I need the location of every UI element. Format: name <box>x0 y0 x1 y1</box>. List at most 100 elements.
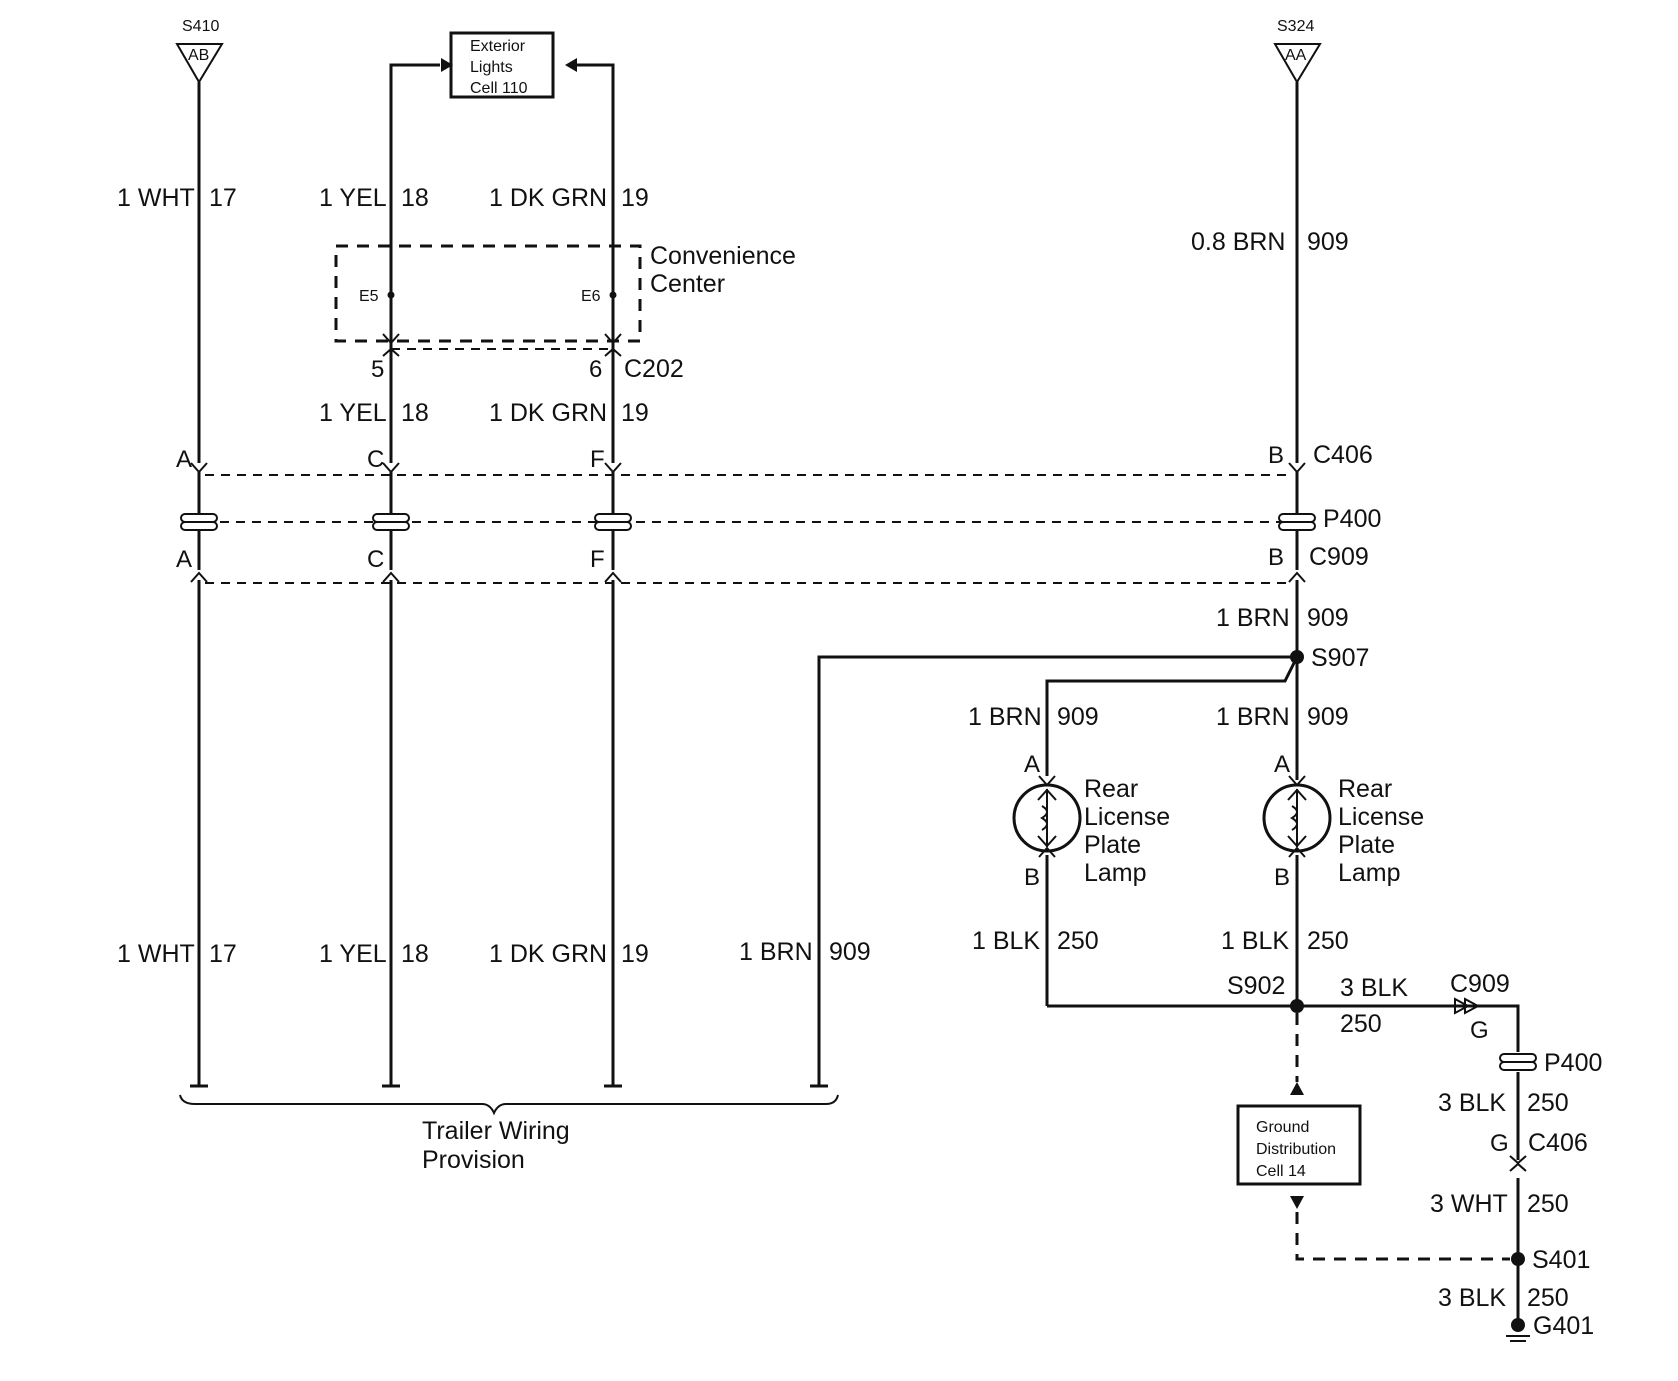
p400-plug-c <box>372 472 410 570</box>
label-yel-size-bottom: 1 YEL <box>319 940 387 968</box>
lamp-left-blk-size: 1 BLK <box>972 927 1040 955</box>
s324-id: AA <box>1285 47 1307 64</box>
trailer-wiring-provision: Trailer Wiring Provision <box>179 1084 839 1174</box>
lamp-left-line2: License <box>1084 803 1170 831</box>
s401-wht-size: 3 WHT <box>1430 1190 1508 1218</box>
lamp-right-pin-b: B <box>1274 864 1290 891</box>
p400-plug-b <box>1278 472 1316 570</box>
label-brn-ckt-main: 909 <box>1307 604 1349 632</box>
lamp-left-line1: Rear <box>1084 775 1138 803</box>
lamp-right-pin-a: A <box>1274 751 1290 778</box>
c909-pin-b: B <box>1268 544 1284 571</box>
label-grn-ckt-bottom: 19 <box>621 940 649 968</box>
splice-s410: S410 AB <box>175 18 224 84</box>
lamp-right-line4: Lamp <box>1338 859 1401 887</box>
label-grn-size-bottom: 1 DK GRN <box>489 940 607 968</box>
label-brn-size-main: 1 BRN <box>1216 604 1290 632</box>
c202-pin6: 6 <box>589 356 602 383</box>
exterior-line2: Lights <box>470 59 513 76</box>
label-yel-ckt-bottom: 18 <box>401 940 429 968</box>
label-brn-size-trailer: 1 BRN <box>739 938 813 966</box>
lamp-left-line3: Plate <box>1084 831 1141 859</box>
label-yel-ckt-top: 18 <box>401 184 429 212</box>
lamp-right-blk-size: 1 BLK <box>1221 927 1289 955</box>
s907-label: S907 <box>1311 644 1369 672</box>
p400-plug-a <box>180 472 218 570</box>
ground-ref-line2: Distribution <box>1256 1141 1336 1158</box>
label-wht-ckt-bottom: 17 <box>209 940 237 968</box>
s902-blk-size: 3 BLK <box>1340 974 1408 1002</box>
ground-ref-line1: Ground <box>1256 1119 1309 1136</box>
c202-pin5: 5 <box>371 356 384 383</box>
lamp-right-line1: Rear <box>1338 775 1392 803</box>
connector-p400-row: P400 <box>180 472 1381 570</box>
label-grn-size-top: 1 DK GRN <box>489 184 607 212</box>
wire-brn-909-main <box>1045 82 1520 1325</box>
wire-brn-909-trailer <box>817 655 1297 1086</box>
c406-pin-c: C <box>367 446 384 473</box>
connector-c406-row: A C F B C406 <box>176 441 1373 476</box>
connector-c909-row: A C F B C909 <box>176 543 1369 584</box>
c406-pin-b: B <box>1268 442 1284 469</box>
c909-pin-a: A <box>176 546 192 573</box>
s401-wht-ckt: 250 <box>1527 1190 1569 1218</box>
ground-ref-line3: Cell 14 <box>1256 1163 1306 1180</box>
label-yel-ckt-mid: 18 <box>401 399 429 427</box>
exterior-line3: Cell 110 <box>470 80 528 97</box>
lamp-right-wire-size: 1 BRN <box>1216 703 1290 731</box>
c909-pin-c: C <box>367 546 384 573</box>
label-grn-size-mid: 1 DK GRN <box>489 399 607 427</box>
p400-label: P400 <box>1323 505 1381 533</box>
s324-label: S324 <box>1277 18 1314 35</box>
c909-pin-f: F <box>590 546 605 573</box>
pin-e5: E5 <box>359 288 379 305</box>
label-yel-size-top: 1 YEL <box>319 184 387 212</box>
g401-blk-ckt: 250 <box>1527 1284 1569 1312</box>
s902-label: S902 <box>1227 972 1285 1000</box>
convenience-line2: Center <box>650 270 725 298</box>
c406-right-label: C406 <box>1528 1129 1588 1157</box>
c406-pin-a: A <box>176 446 192 473</box>
label-yel-size-mid: 1 YEL <box>319 399 387 427</box>
trailer-line1: Trailer Wiring <box>422 1117 570 1145</box>
label-wht-size-top: 1 WHT <box>117 184 195 212</box>
c406-pin-f: F <box>590 446 605 473</box>
lamp-left-wire-ckt: 909 <box>1057 703 1099 731</box>
wire-labels-lower: 1 WHT 17 1 YEL 18 1 DK GRN 19 1 BRN 909 <box>117 938 871 968</box>
lamp-left-wire-size: 1 BRN <box>968 703 1042 731</box>
right-lower-connectors: P400 3 BLK 250 G C406 3 WHT 250 S401 3 B… <box>1430 1049 1602 1342</box>
label-grn-ckt-top: 19 <box>621 184 649 212</box>
c406-label: C406 <box>1313 441 1373 469</box>
c202-label: C202 <box>624 355 684 383</box>
trailer-line2: Provision <box>422 1146 525 1174</box>
label-brn-ckt-trailer: 909 <box>829 938 871 966</box>
exterior-line1: Exterior <box>470 38 526 55</box>
p400-right-blk-ckt: 250 <box>1527 1089 1569 1117</box>
label-brn08-size: 0.8 BRN <box>1191 228 1285 256</box>
label-brn08-ckt: 909 <box>1307 228 1349 256</box>
s401-label: S401 <box>1532 1246 1590 1274</box>
rear-license-lamp-left: 1 BRN 909 A B Rear License Plate Lamp 1 … <box>968 703 1170 955</box>
p400-plug-f <box>594 472 632 570</box>
g401-blk-size: 3 BLK <box>1438 1284 1506 1312</box>
p400-right-label: P400 <box>1544 1049 1602 1077</box>
s410-label: S410 <box>182 18 219 35</box>
label-wht-size-bottom: 1 WHT <box>117 940 195 968</box>
s902-blk-ckt: 250 <box>1340 1010 1382 1038</box>
lamp-left-pin-b: B <box>1024 864 1040 891</box>
wire-labels-upper: 1 WHT 17 1 YEL 18 1 DK GRN 19 1 YEL 18 1… <box>117 184 1349 632</box>
pin-e6: E6 <box>581 288 601 305</box>
lamp-right-wire-ckt: 909 <box>1307 703 1349 731</box>
g401-label: G401 <box>1533 1312 1594 1340</box>
splice-s907: S907 <box>1290 644 1369 672</box>
lamp-left-pin-a: A <box>1024 751 1040 778</box>
convenience-line1: Convenience <box>650 242 796 270</box>
c909-label: C909 <box>1309 543 1369 571</box>
label-wht-ckt-top: 17 <box>209 184 237 212</box>
lamp-right-line3: Plate <box>1338 831 1395 859</box>
label-grn-ckt-mid: 19 <box>621 399 649 427</box>
p400-right-blk-size: 3 BLK <box>1438 1089 1506 1117</box>
convenience-center: E5 E6 Convenience Center 5 6 C202 <box>334 242 796 383</box>
